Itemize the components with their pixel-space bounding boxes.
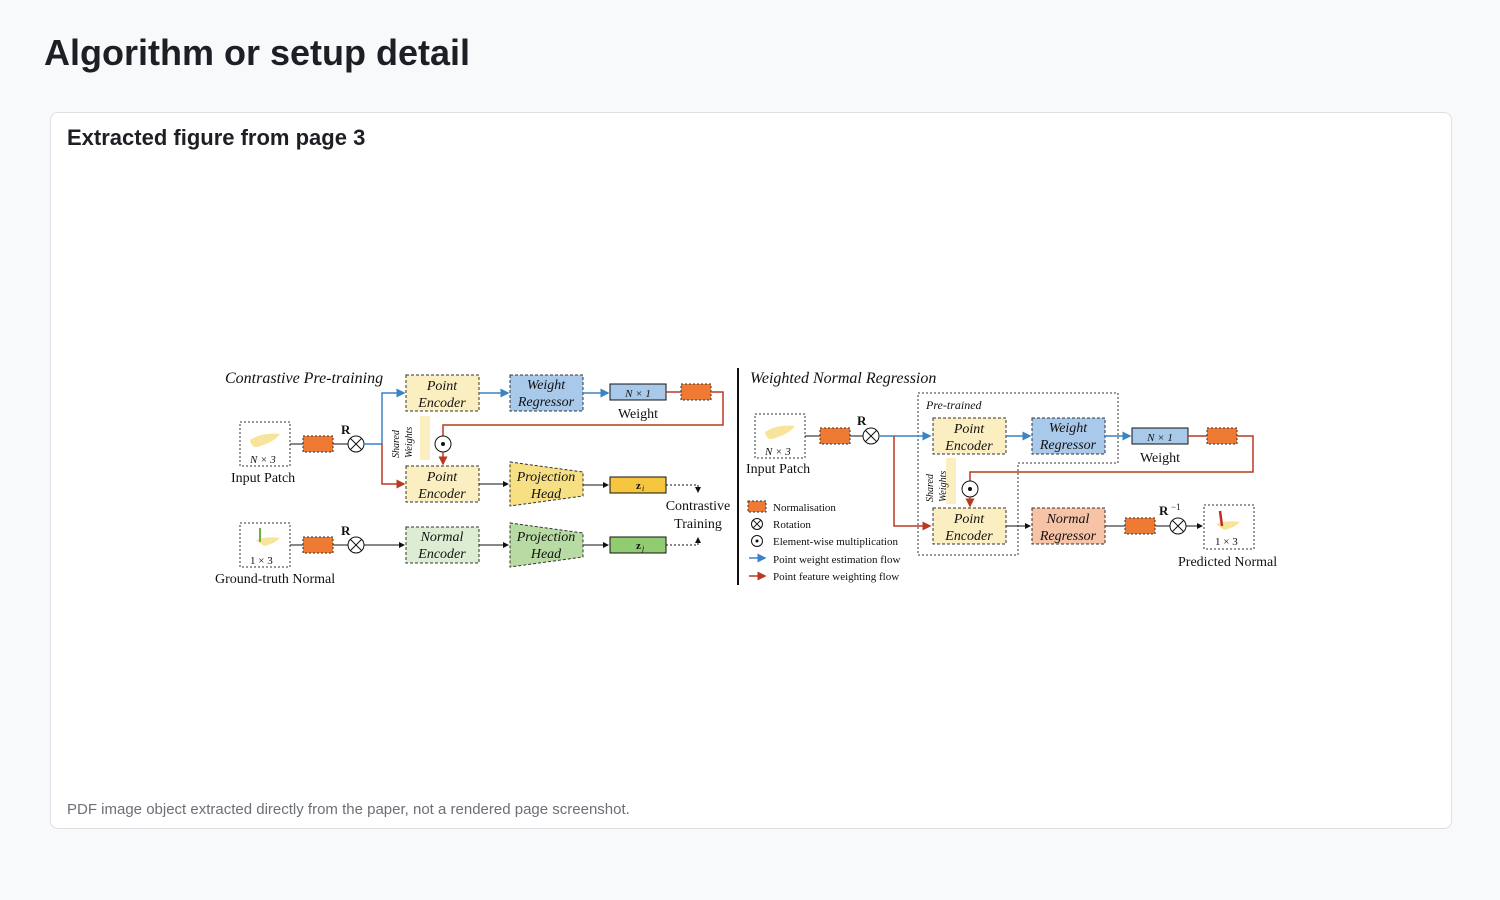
predicted-normal-dim: 1 × 3: [1215, 536, 1238, 548]
projection-head-1: [509, 461, 584, 507]
weight-label: Weight: [1140, 451, 1180, 466]
block-label: Encoder: [944, 439, 993, 454]
predicted-normal-label: Predicted Normal: [1178, 555, 1277, 570]
legend-label: Rotation: [773, 519, 811, 531]
weighted-normal-regression-title: Weighted Normal Regression: [750, 370, 936, 387]
weight-label: Weight: [618, 407, 658, 422]
block-label: Normal: [420, 530, 464, 545]
block-label: Weight: [527, 378, 566, 393]
predicted-normal-arrow-icon: [1218, 510, 1224, 527]
point-encoder-bottom: [405, 465, 480, 503]
figure-caption: PDF image object extracted directly from…: [67, 801, 630, 818]
shared-weights-label: Shared: [391, 429, 402, 458]
figure-card: Extracted figure from page 3 PDF image o…: [50, 112, 1452, 829]
input-patch-label: Input Patch: [231, 471, 295, 486]
zj-subscript: j: [641, 544, 645, 553]
input-patch-dim: N × 3: [249, 454, 276, 466]
block-label: Regressor: [517, 395, 575, 410]
input-patch-label: Input Patch: [746, 462, 810, 477]
point-encoder-bottom: [932, 507, 1007, 545]
legend-label: Point feature weighting flow: [773, 571, 899, 583]
block-label: Point: [426, 470, 458, 485]
normalisation-box: [680, 383, 712, 401]
pretrained-region: [917, 392, 1119, 556]
block-label: Encoder: [417, 547, 466, 562]
shared-weights-label: Weights: [938, 471, 949, 502]
legend-label: Element-wise multiplication: [773, 536, 898, 548]
contrastive-pretraining-title: Contrastive Pre-training: [225, 370, 383, 387]
shared-weights-bar: [420, 416, 430, 460]
rotation-label: R: [341, 422, 351, 437]
block-label: Head: [530, 487, 562, 502]
weighted-normal-regression-panel: Weighted Normal Regression Pre-trained N…: [746, 370, 1277, 570]
block-label: Regressor: [1039, 438, 1097, 453]
block-label: Regressor: [1039, 529, 1097, 544]
normalisation-box: [302, 536, 334, 554]
shared-weights-label: Weights: [404, 427, 415, 458]
block-label: Head: [530, 547, 562, 562]
shared-weights-bar: [946, 458, 956, 504]
zi-label: z: [636, 480, 641, 492]
point-cloud-icon: [250, 433, 280, 448]
zi-subscript: i: [642, 484, 644, 493]
projection-head-2: [509, 522, 584, 568]
inverse-rotation-sup: −1: [1171, 502, 1181, 512]
normalisation-box: [1124, 517, 1156, 535]
weight-regressor: [1031, 417, 1106, 455]
legend-label: Point weight estimation flow: [773, 554, 900, 566]
block-label: Projection: [516, 530, 576, 545]
point-encoder-top: [405, 374, 480, 412]
input-patch-dim: N × 3: [764, 446, 791, 458]
block-label: Normal: [1046, 512, 1090, 527]
pretrained-label: Pre-trained: [925, 398, 983, 412]
contrastive-label: Contrastive: [666, 499, 731, 514]
normalisation-box: [819, 427, 851, 445]
weight-dim: N × 1: [1146, 432, 1173, 444]
block-label: Point: [426, 379, 458, 394]
legend: Normalisation Rotation Element-wise mult…: [747, 500, 900, 583]
point-cloud-icon: [256, 537, 280, 546]
rotation-label: R: [857, 413, 867, 428]
contrastive-label: Training: [674, 517, 722, 532]
zj-label: z: [636, 540, 641, 552]
rotation-label: R: [341, 523, 351, 538]
block-label: Encoder: [417, 396, 466, 411]
gt-normal-label: Ground-truth Normal: [215, 572, 335, 587]
block-label: Point: [953, 512, 985, 527]
page-title: Algorithm or setup detail: [44, 32, 471, 73]
block-label: Point: [953, 422, 985, 437]
normalisation-box: [1206, 427, 1238, 445]
legend-label: Normalisation: [773, 502, 836, 514]
block-label: Weight: [1049, 421, 1088, 436]
block-label: Projection: [516, 470, 576, 485]
gt-normal-dim: 1 × 3: [250, 555, 273, 567]
point-encoder-top: [932, 417, 1007, 455]
block-label: Encoder: [944, 529, 993, 544]
normalisation-box: [302, 435, 334, 453]
shared-weights-label: Shared: [925, 473, 936, 502]
point-cloud-icon: [765, 425, 795, 440]
inverse-rotation-label: R: [1159, 503, 1169, 518]
legend-normalisation-swatch: [747, 500, 767, 513]
contrastive-pretraining-panel: Contrastive Pre-training N × 3 Input Pat…: [215, 370, 730, 587]
card-title: Extracted figure from page 3: [67, 125, 366, 150]
block-label: Encoder: [417, 487, 466, 502]
weight-dim: N × 1: [624, 388, 651, 400]
